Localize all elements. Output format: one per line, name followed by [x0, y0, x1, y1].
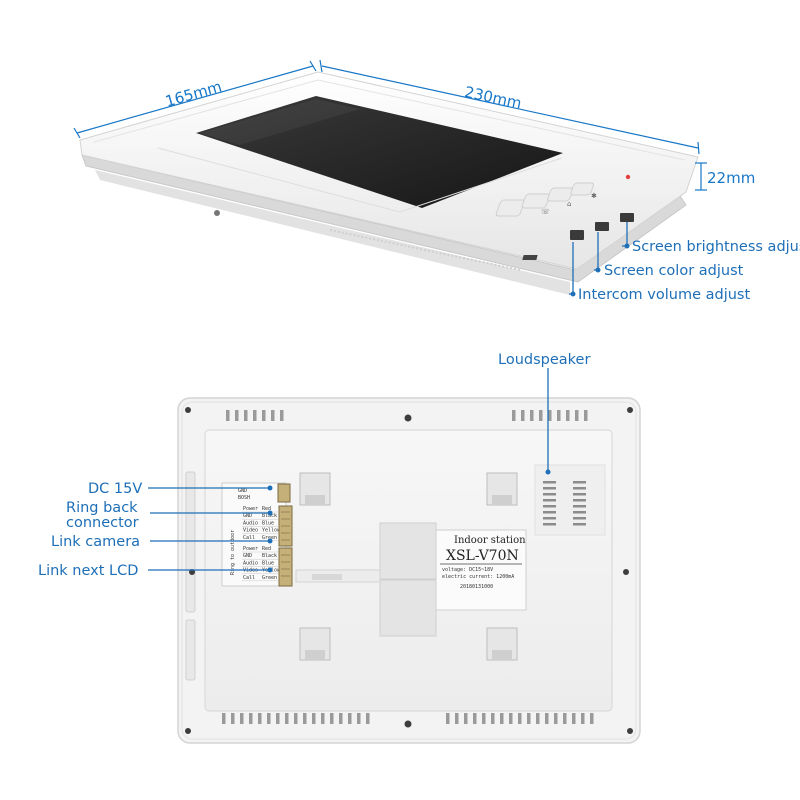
terminal-function-label: Audio	[243, 560, 258, 566]
height-dimension-label: 22mm	[707, 169, 755, 187]
terminal-wire-color-label: Green	[262, 535, 277, 541]
ring-back-callout-line1: Ring back	[66, 500, 138, 516]
front-screen	[196, 96, 563, 208]
loudspeaker-grille	[534, 464, 606, 536]
terminal-wire-color-label: Blue	[262, 520, 274, 526]
terminal-connectors	[277, 483, 293, 587]
terminal-function-label: Call	[243, 575, 255, 581]
terminal-wire-color-label: Black	[262, 513, 277, 519]
terminal-function-label: Video	[243, 528, 258, 534]
bottom-vent	[222, 713, 594, 724]
sticker-title: Indoor station	[454, 535, 526, 546]
svg-text:✱: ✱	[591, 192, 597, 200]
svg-text:⌂: ⌂	[567, 200, 571, 208]
terminal-bosh: BOSH	[238, 495, 250, 501]
front-view-device: ☏ ⌂ ✱	[79, 71, 699, 295]
ring-back-callout-line2: connector	[66, 515, 139, 531]
front-touch-buttons: ☏ ⌂ ✱	[214, 174, 631, 217]
product-sticker: Indoor station XSL-V70N voltage: DC15~18…	[435, 529, 527, 611]
top-vent	[226, 410, 588, 421]
brightness-callout: Screen brightness adjust	[632, 239, 800, 255]
front-callout-lines	[569, 222, 630, 297]
terminal-vertical-label: Ring to outdoor	[230, 530, 236, 575]
terminal-function-label: Power	[243, 506, 258, 512]
link-lcd-callout: Link next LCD	[38, 563, 138, 579]
terminal-function-label: Power	[243, 546, 258, 552]
terminal-wire-color-label: Yellow	[262, 528, 281, 534]
front-adjust-wheels	[570, 213, 634, 240]
sticker-voltage: voltage: DC15~18V	[442, 567, 493, 573]
terminal-function-label: Audio	[243, 520, 258, 526]
back-callout-lines	[148, 368, 551, 573]
back-view-device: Indoor station XSL-V70N voltage: DC15~18…	[177, 397, 641, 744]
svg-text:☏: ☏	[541, 208, 550, 216]
power-led	[625, 174, 631, 180]
terminal-wire-color-label: Red	[262, 546, 271, 552]
terminal-gnd: GND	[238, 488, 247, 494]
terminal-function-label: GND	[243, 513, 252, 519]
volume-callout: Intercom volume adjust	[578, 287, 750, 303]
terminal-wire-color-label: Blue	[262, 560, 274, 566]
link-camera-callout: Link camera	[51, 534, 140, 550]
loudspeaker-callout: Loudspeaker	[498, 352, 590, 368]
dc-callout: DC 15V	[88, 481, 142, 497]
terminal-wire-color-label: Black	[262, 553, 277, 559]
sticker-model: XSL-V70N	[446, 548, 519, 564]
terminal-wire-color-label: Green	[262, 575, 277, 581]
center-blocks	[295, 522, 437, 637]
terminal-wire-color-label: Red	[262, 506, 271, 512]
sticker-current: electric current: 1200mA	[442, 574, 514, 580]
color-callout: Screen color adjust	[604, 263, 744, 279]
mounting-hooks	[299, 472, 518, 661]
terminal-function-label: GND	[243, 553, 252, 559]
dimension-lines	[73, 59, 707, 191]
terminal-function-label: Call	[243, 535, 255, 541]
sticker-serial: 20180131000	[460, 584, 493, 590]
